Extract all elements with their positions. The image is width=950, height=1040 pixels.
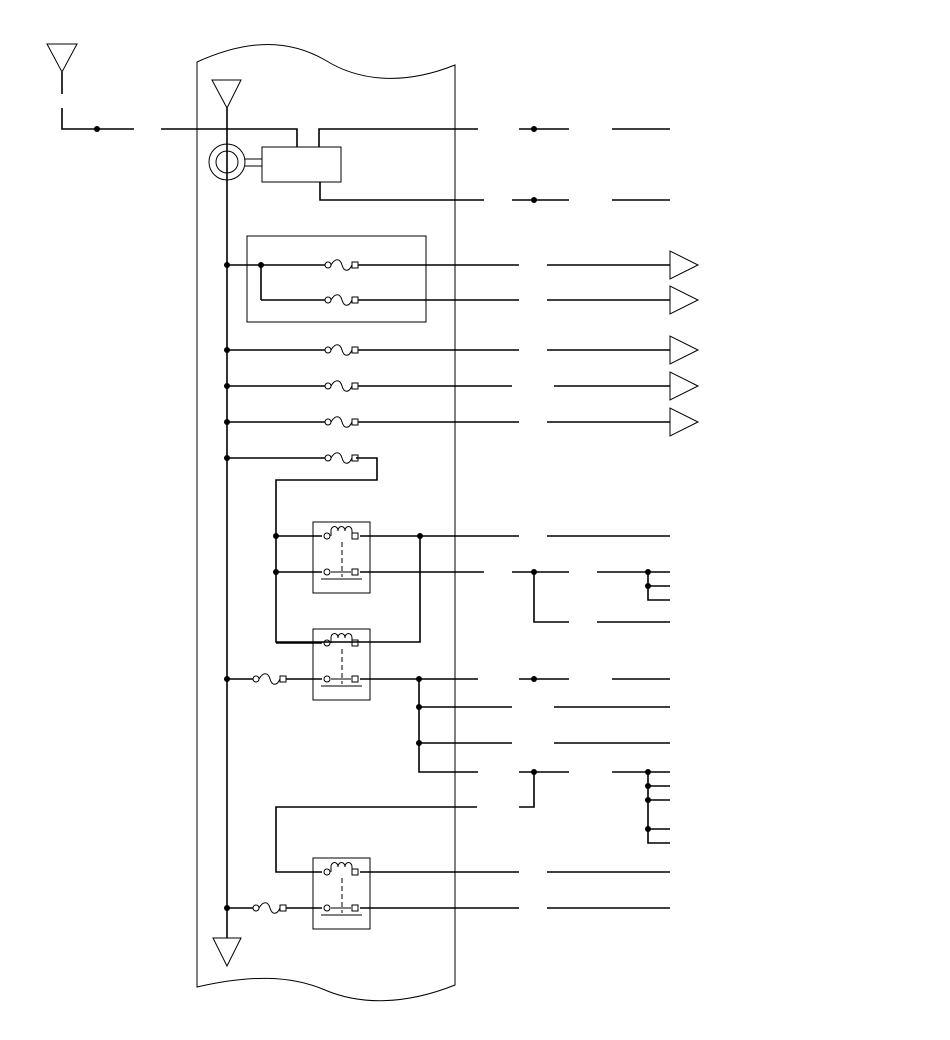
splice-dot [224,455,230,461]
bus-top-terminal [211,79,242,110]
sensor-output-wire-b [319,182,484,201]
output-arrow-terminal [669,407,700,437]
relay-coil-terminal [323,868,331,876]
output-arrow-terminal [669,285,700,315]
splice-dot [531,126,537,132]
bus-bottom-terminal [212,937,242,968]
connector-wire [647,572,670,601]
relay-coil-terminal [323,639,331,647]
relay-coil [330,633,353,643]
sensor-output-wire-a [318,128,478,147]
junction-block-outline [196,44,456,1002]
fuse-symbol [324,259,359,271]
relay-coil-terminal [351,532,359,540]
relay-box [312,628,371,701]
splice-dot [531,769,537,775]
fuse-symbol [324,416,359,428]
fuse-symbol [324,380,359,392]
relay-coil-terminal [351,639,359,647]
relay-coil-terminal [323,532,331,540]
splice-dot [531,676,537,682]
output-arrow-terminal [669,335,700,365]
splice-dot [416,676,422,682]
relay-switch-terminal [351,568,359,576]
splice-dot [416,704,422,710]
splice-dot [224,383,230,389]
splice-dot [224,676,230,682]
relay-switch-terminal [323,568,331,576]
splice-dot [645,569,651,575]
splice-dot [224,419,230,425]
relay-feed-wire [275,806,477,873]
connector-wire [533,572,569,623]
fuse-symbol [324,344,359,356]
sensor-module-box [261,146,342,183]
splice-dot [645,797,651,803]
relay-output-wire [418,679,478,773]
fuse-symbol [252,673,287,685]
splice-dot [645,583,651,589]
splice-dot [224,905,230,911]
relay-coil [330,526,353,536]
splice-dot [416,740,422,746]
external-ground-symbol [46,43,78,94]
splice-dot [645,783,651,789]
splice-dot [224,347,230,353]
relay-coil-terminal [351,868,359,876]
splice-dot [224,262,230,268]
output-arrow-terminal [669,371,700,401]
connector-wire [647,772,670,844]
relay-coil [330,862,353,872]
splice-dot [273,533,279,539]
relay-box [312,521,371,594]
splice-dot [645,826,651,832]
splice-dot [94,126,100,132]
fuse-symbol [324,294,359,306]
output-arrow-terminal [669,250,700,280]
fuse-group-box [246,235,427,323]
connector-wire [519,772,535,808]
splice-dot [273,569,279,575]
entry-wire [161,128,298,148]
relay-switch-terminal [351,675,359,683]
relay-feed-wire [275,457,421,643]
relay-switch-terminal [323,904,331,912]
splice-dot [531,569,537,575]
relay-switch-terminal [351,904,359,912]
relay-box [312,857,371,930]
external-feed-wire [61,108,134,130]
fuse-symbol [252,902,287,914]
relay-switch-terminal [323,675,331,683]
splice-dot [531,197,537,203]
fuse-symbol [324,452,359,464]
splice-dot [645,769,651,775]
current-sensor [208,143,262,181]
splice-dot [417,533,423,539]
